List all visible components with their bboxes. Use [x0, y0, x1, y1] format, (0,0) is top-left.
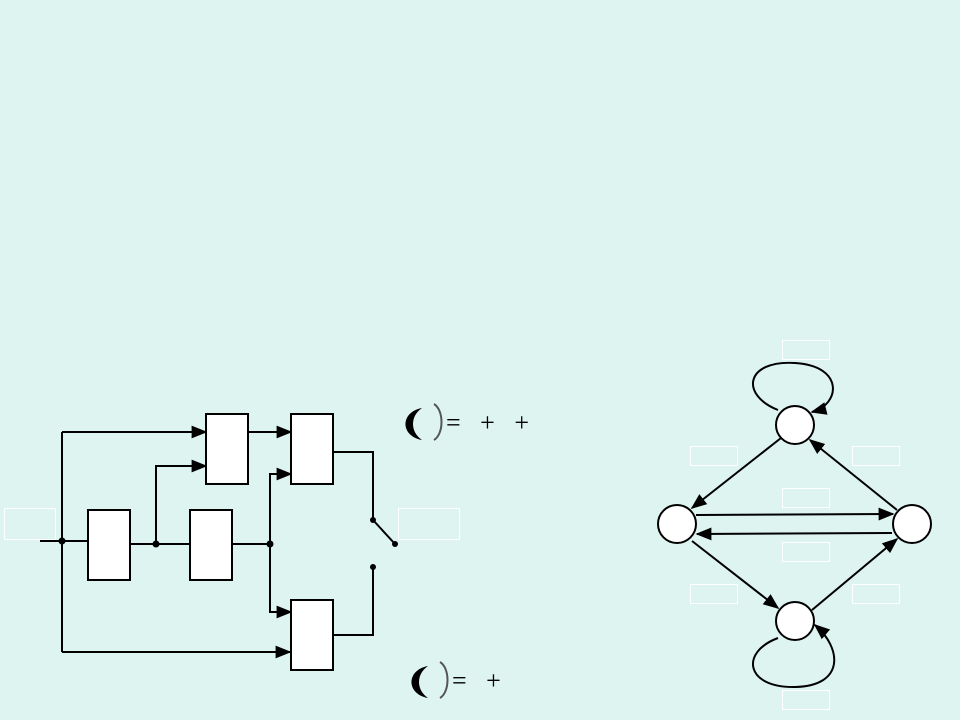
wire-branch-to-block-5 — [269, 544, 293, 619]
blank-label-output — [398, 508, 460, 540]
state-nodes — [657, 405, 932, 641]
edge-bottom-right — [811, 537, 899, 611]
blocks — [87, 413, 334, 671]
switch-contact-top — [370, 517, 376, 523]
blank-label-edge-left-bottom — [690, 584, 738, 604]
state-node-left — [657, 504, 697, 544]
state-node-bottom — [775, 601, 815, 641]
state-graph — [690, 361, 899, 689]
edge-left-right — [695, 507, 895, 521]
junction-input — [58, 537, 66, 545]
state-node-right — [892, 504, 932, 544]
switch-contact-bottom — [370, 564, 376, 570]
junction-right — [266, 540, 274, 548]
wire-branch-to-block-4 — [269, 467, 293, 544]
edge-left-bottom — [691, 540, 780, 609]
blank-label-edge-right-left — [782, 542, 830, 562]
junction-mid — [152, 540, 160, 548]
equation-1: = + + — [446, 408, 529, 437]
crescent-paren-icon — [411, 661, 449, 699]
block-1 — [87, 509, 131, 581]
block-2 — [189, 509, 233, 581]
blank-label-input — [4, 508, 56, 540]
blank-label-edge-bottom-right — [852, 584, 900, 604]
equation-2: = + — [452, 666, 501, 695]
wire-block4-out — [333, 451, 374, 520]
blank-label-loop-bottom — [782, 690, 830, 710]
edge-top-left — [690, 437, 782, 509]
wire-branch-to-block-3 — [155, 459, 208, 544]
switch-pivot — [392, 541, 398, 547]
block-5 — [290, 599, 334, 671]
blank-label-loop-top — [782, 340, 830, 360]
blank-label-edge-left-right — [782, 488, 830, 508]
self-loop-top — [752, 361, 834, 415]
blank-label-edge-top-left — [690, 446, 738, 466]
junction-dots — [58, 517, 398, 570]
edge-right-top — [808, 438, 898, 511]
wire-block5-out — [333, 567, 374, 636]
block-4 — [290, 413, 334, 485]
edge-right-left — [695, 527, 893, 541]
blank-label-edge-right-top — [852, 446, 900, 466]
state-node-top — [775, 405, 815, 445]
crescent-paren-icon — [405, 403, 443, 441]
switch-blade — [372, 519, 396, 545]
block-3 — [205, 413, 249, 485]
self-loop-bottom — [752, 623, 836, 689]
